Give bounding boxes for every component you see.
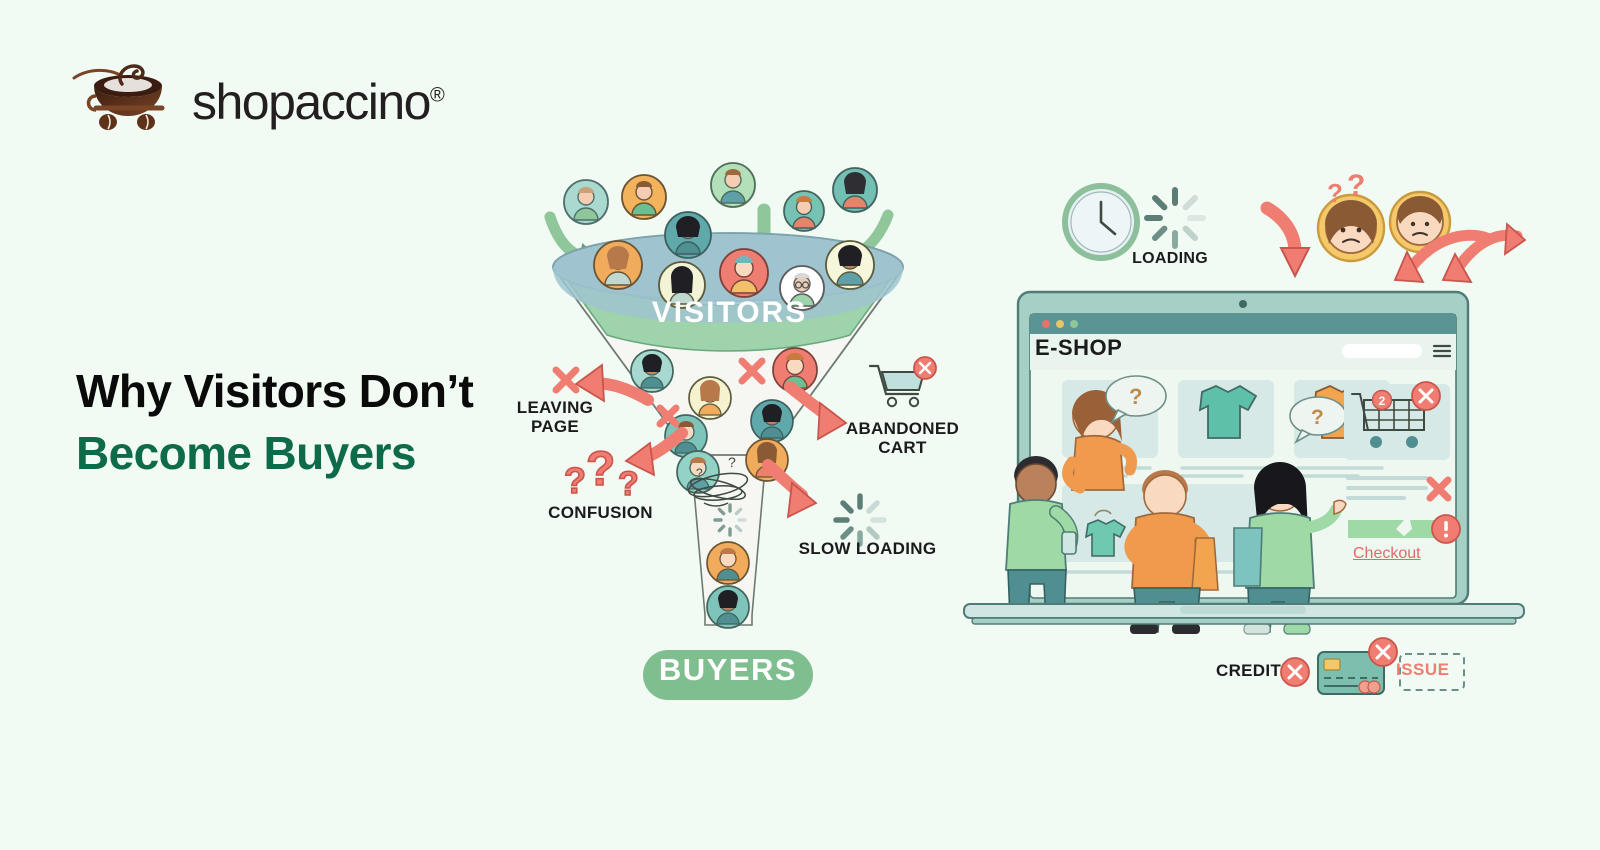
svg-text:?: ? (618, 465, 639, 503)
visitor-avatar-group-bowl (593, 240, 875, 311)
headline-line-2: Become Buyers (76, 427, 417, 480)
exit-arrow-confusion (624, 427, 688, 477)
registered-mark: ® (429, 84, 445, 107)
headline-line-1: Why Visitors Don’t (76, 365, 474, 417)
cart-x-icon (868, 356, 937, 408)
brand-name: shopaccino (192, 74, 431, 130)
down-arrow-to-laptop (1260, 201, 1311, 279)
visitor-avatar-group-top (563, 162, 878, 259)
issue-label: ISSUE (1396, 660, 1450, 679)
question-marks-icon: ? ? ? (563, 442, 639, 504)
bounce-arrows-icon (1393, 222, 1527, 284)
checkout-progress-bar (1348, 514, 1461, 544)
loading-label: LOADING (1132, 250, 1208, 267)
slow-loading-spinner-icon (833, 493, 887, 547)
product-tshirt-teal-1 (1198, 384, 1258, 439)
exit-arrow-leaving-page (574, 363, 654, 406)
svg-text:?: ? (1311, 406, 1324, 429)
confused-face-male (1388, 190, 1452, 254)
issue-dashed-box (1399, 653, 1465, 691)
funnel-buyers-label: BUYERS (658, 652, 798, 687)
coffee-cup-cart-logo-icon (66, 58, 184, 138)
svg-text:?: ? (1129, 384, 1142, 409)
shopper-2: ? (1062, 375, 1167, 494)
product-tshirt-teal-2 (1084, 509, 1127, 557)
page-title: Why Visitors Don’t Become Buyers (76, 360, 474, 484)
x-mark-icon-checkout (1426, 476, 1452, 502)
conversion-funnel-illustration: ? ? (490, 155, 990, 715)
question-marks-above-faces: ? ? (1327, 169, 1365, 208)
shopper-3 (1124, 470, 1219, 634)
funnel-visitors-label: VISITORS (651, 296, 808, 329)
confusion-scribble-icon: ? ? (687, 454, 749, 507)
laptop-illustration: ? (950, 288, 1540, 635)
label-confusion: CONFUSION (548, 503, 653, 522)
credit-card-icon (1317, 651, 1385, 695)
svg-text:?: ? (1347, 169, 1365, 202)
svg-text:?: ? (1327, 178, 1343, 208)
payment-issue-group (1210, 637, 1465, 702)
credit-label: CREDIT (1216, 661, 1282, 680)
brand-wordmark: shopaccino® (192, 73, 445, 131)
confused-face-female (1316, 193, 1386, 263)
svg-text:?: ? (696, 466, 703, 480)
neck-spinner-icon (713, 503, 747, 537)
shopper-4: ? (1233, 396, 1347, 635)
x-mark-icon-group (552, 357, 766, 428)
product-tile-grid (1062, 380, 1390, 562)
label-slow-loading: SLOW LOADING (798, 539, 937, 558)
svg-text:?: ? (586, 443, 615, 496)
clock-icon (1062, 183, 1140, 261)
checkout-text-lines (1346, 476, 1428, 500)
loading-annotation-group: ? ? (1055, 169, 1527, 310)
brand-logo: shopaccino® (66, 58, 445, 138)
browser-title: E-SHOP (1035, 335, 1123, 360)
checkout-link[interactable]: Checkout (1353, 545, 1421, 562)
svg-text:?: ? (728, 454, 736, 470)
svg-text:?: ? (564, 460, 586, 501)
exit-arrow-slow-loading (762, 459, 818, 519)
exit-arrow-abandoned-cart (784, 381, 848, 441)
hamburger-menu-icon[interactable] (1432, 344, 1452, 358)
loading-spinner-icon (1144, 187, 1206, 249)
cart-badge-count: 2 (1379, 394, 1386, 408)
cart-panel (1344, 381, 1450, 460)
buyers-pill (643, 650, 813, 700)
